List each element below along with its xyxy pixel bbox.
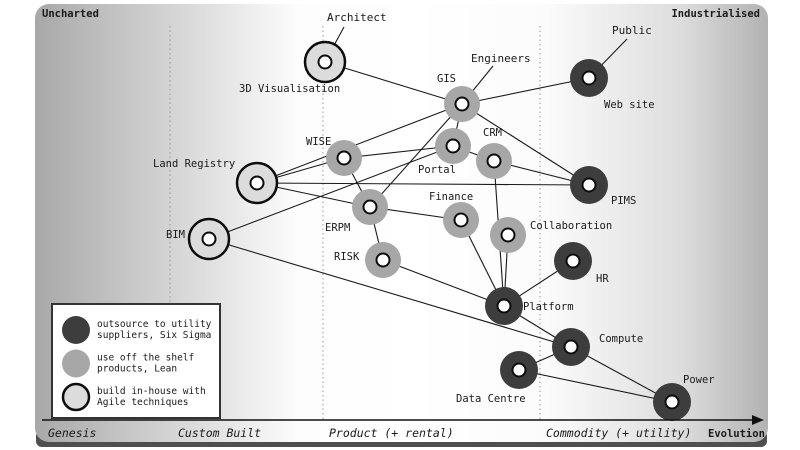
legend-swatch-offshelf xyxy=(62,349,90,378)
actor-public: Public xyxy=(612,24,652,37)
node-risk xyxy=(365,242,401,278)
label-collaboration: Collaboration xyxy=(530,220,612,232)
label-platform: Platform xyxy=(523,301,574,313)
node-core xyxy=(664,394,680,410)
node-core xyxy=(201,231,217,247)
edge-gis-erpm xyxy=(369,103,463,208)
node-collaboration xyxy=(490,217,526,253)
node-website xyxy=(570,59,608,97)
legend-label-line: build in-house with xyxy=(97,386,206,397)
label-landregistry: Land Registry xyxy=(153,158,235,170)
legend-label-line: products, Lean xyxy=(97,364,177,375)
edge-datacentre-power xyxy=(518,369,673,403)
label-crm: CRM xyxy=(483,127,502,139)
edge-bim-portal xyxy=(208,145,454,240)
actor-architect: Architect xyxy=(327,11,387,24)
legend-label-line: use off the shelf xyxy=(97,353,194,364)
node-datacentre xyxy=(500,351,538,389)
legend-label-line: suppliers, Six Sigma xyxy=(97,330,211,341)
legend-swatch-inhouse xyxy=(61,382,91,412)
edge-bim-compute xyxy=(208,238,572,348)
legend-swatch-outsource xyxy=(62,316,90,344)
node-core xyxy=(362,199,378,215)
label-3dvis: 3D Visualisation xyxy=(239,83,340,95)
node-wise xyxy=(326,140,362,176)
edge-gis-pims xyxy=(461,103,590,186)
region-label-uncharted: Uncharted xyxy=(42,8,99,20)
node-3dvis xyxy=(303,40,347,84)
edge-compute-power xyxy=(570,346,673,403)
label-finance: Finance xyxy=(429,191,473,203)
label-portal: Portal xyxy=(418,164,456,176)
edge-risk-platform xyxy=(382,259,505,307)
edge-3dvis-gis xyxy=(324,61,463,105)
axis-evolution-label: Evolution xyxy=(708,428,765,440)
label-datacentre: Data Centre xyxy=(456,393,526,405)
node-finance xyxy=(443,202,479,238)
edge-wise-portal xyxy=(343,145,454,159)
node-core xyxy=(581,70,597,86)
node-erpm xyxy=(352,189,388,225)
node-core xyxy=(317,54,333,70)
legend-label-line: Agile techniques xyxy=(97,397,189,408)
axis-stage-3: Product (+ rental) xyxy=(329,426,454,440)
edge-gis-landregistry xyxy=(256,103,463,184)
region-label-industrialised: Industrialised xyxy=(671,8,760,20)
edge-gis-website xyxy=(461,77,590,105)
node-hr xyxy=(554,242,592,280)
node-core xyxy=(375,252,391,268)
node-core xyxy=(336,150,352,166)
edge-landregistry-pims xyxy=(256,182,590,186)
label-gis: GIS xyxy=(437,73,456,85)
node-core xyxy=(565,253,581,269)
node-core xyxy=(511,362,527,378)
node-core xyxy=(486,153,502,169)
actor-engineers: Engineers xyxy=(471,52,531,65)
node-core xyxy=(496,298,512,314)
node-pims xyxy=(570,166,608,204)
node-core xyxy=(453,212,469,228)
label-erpm: ERPM xyxy=(325,222,350,234)
node-core xyxy=(500,227,516,243)
label-compute: Compute xyxy=(599,333,643,345)
axis-stage-1: Genesis xyxy=(48,426,97,440)
node-core xyxy=(581,177,597,193)
node-landregistry xyxy=(235,161,279,205)
label-risk: RISK xyxy=(334,251,360,263)
label-website: Web site xyxy=(604,99,655,111)
label-pims: PIMS xyxy=(611,195,636,207)
node-compute xyxy=(552,328,590,366)
label-wise: WISE xyxy=(306,136,331,148)
node-crm xyxy=(476,143,512,179)
label-hr: HR xyxy=(596,273,609,285)
node-gis xyxy=(444,86,480,122)
node-platform xyxy=(485,287,523,325)
label-power: Power xyxy=(683,374,715,386)
node-power xyxy=(653,383,691,421)
node-core xyxy=(454,96,470,112)
node-core xyxy=(445,138,461,154)
node-portal xyxy=(435,128,471,164)
node-core xyxy=(563,339,579,355)
axis-stage-2: Custom Built xyxy=(178,426,261,440)
axis-stage-4: Commodity (+ utility) xyxy=(546,426,691,440)
node-bim xyxy=(187,217,231,261)
legend-label-line: outsource to utility xyxy=(97,319,212,330)
label-bim: BIM xyxy=(166,229,185,241)
evolution-axis-arrow xyxy=(752,415,764,425)
node-core xyxy=(249,175,265,191)
